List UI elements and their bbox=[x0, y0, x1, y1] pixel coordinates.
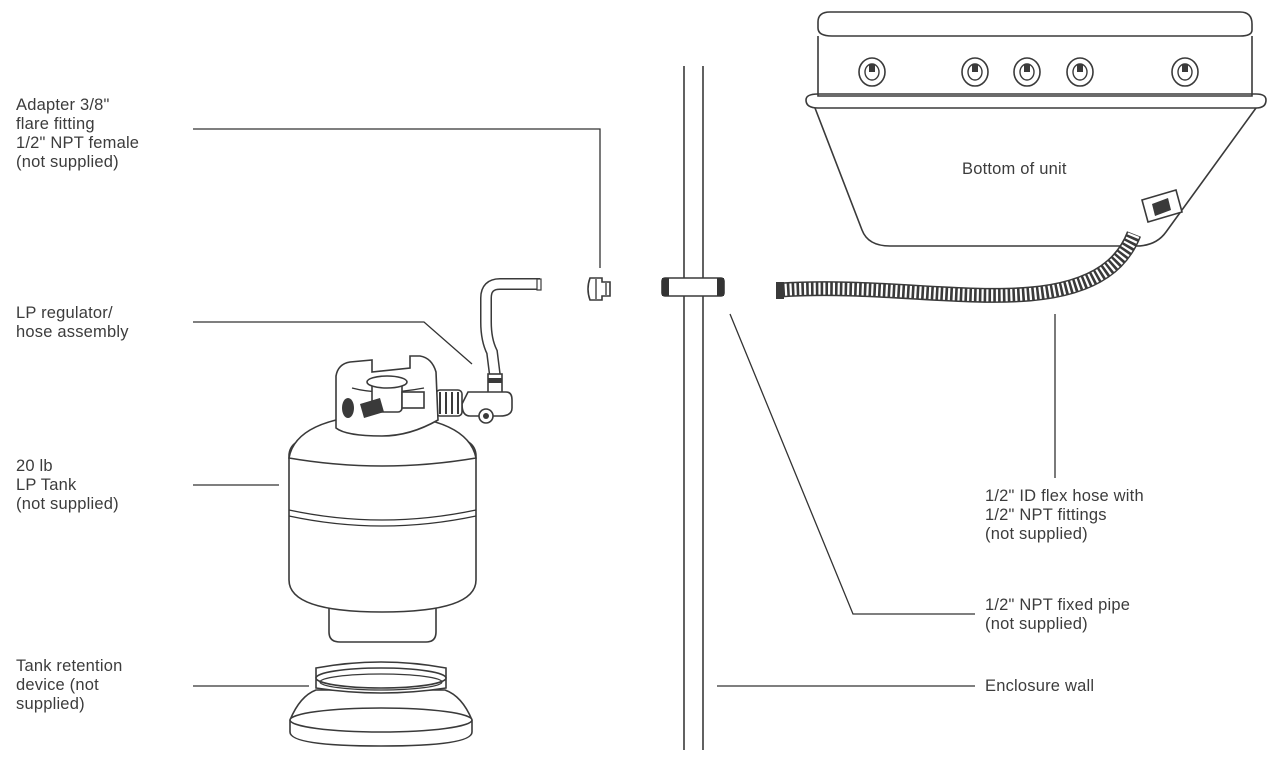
bottom-of-unit-label: Bottom of unit bbox=[962, 160, 1067, 179]
retention-label: Tank retention device (not supplied) bbox=[16, 657, 122, 714]
adapter-label: Adapter 3/8" flare fitting 1/2" NPT fema… bbox=[16, 96, 139, 172]
propane-tank-icon bbox=[288, 355, 477, 643]
adapter-fitting-icon bbox=[587, 277, 611, 301]
retention-label-line-2: device (not bbox=[16, 676, 99, 694]
tank-label-line-3: (not supplied) bbox=[16, 495, 119, 513]
adapter-label-line-1: Adapter 3/8" bbox=[16, 96, 110, 114]
grill-knobs bbox=[858, 57, 1199, 87]
adapter-label-line-4: (not supplied) bbox=[16, 153, 119, 171]
fixed-pipe-label-line-2: (not supplied) bbox=[985, 615, 1088, 633]
enclosure-wall-label: Enclosure wall bbox=[985, 677, 1094, 696]
grill-switch bbox=[1141, 189, 1183, 223]
flex-hose-icon bbox=[776, 231, 1141, 303]
flex-hose-label-line-3: (not supplied) bbox=[985, 525, 1088, 543]
fixed-pipe-icon bbox=[661, 277, 725, 297]
regulator-label-line-1: LP regulator/ bbox=[16, 304, 113, 322]
enclosure-wall-icon bbox=[683, 66, 704, 750]
tank-label: 20 lb LP Tank (not supplied) bbox=[16, 457, 119, 514]
adapter-label-line-2: flare fitting bbox=[16, 115, 95, 133]
flex-hose-label-line-1: 1/2" ID flex hose with bbox=[985, 487, 1144, 505]
fixed-pipe-leader-line bbox=[729, 313, 975, 615]
regulator-hose-icon bbox=[423, 278, 542, 424]
retention-label-line-1: Tank retention bbox=[16, 657, 123, 675]
regulator-label: LP regulator/ hose assembly bbox=[16, 304, 129, 342]
tank-label-line-1: 20 lb bbox=[16, 457, 53, 475]
bottom-of-unit-text: Bottom of unit bbox=[962, 160, 1067, 178]
fixed-pipe-label-line-1: 1/2" NPT fixed pipe bbox=[985, 596, 1131, 614]
enclosure-wall-text: Enclosure wall bbox=[985, 677, 1095, 695]
adapter-label-line-3: 1/2" NPT female bbox=[16, 134, 140, 152]
flex-hose-label-line-2: 1/2" NPT fittings bbox=[985, 506, 1107, 524]
fixed-pipe-label: 1/2" NPT fixed pipe (not supplied) bbox=[985, 596, 1130, 634]
flex-hose-label: 1/2" ID flex hose with 1/2" NPT fittings… bbox=[985, 487, 1144, 544]
grill-unit-icon bbox=[805, 11, 1267, 247]
leader-lines bbox=[193, 128, 1056, 687]
regulator-leader-line bbox=[193, 321, 473, 365]
regulator-label-line-2: hose assembly bbox=[16, 323, 129, 341]
tank-retention-ring-icon bbox=[289, 661, 473, 747]
adapter-leader-line bbox=[193, 128, 601, 268]
tank-label-line-2: LP Tank bbox=[16, 476, 77, 494]
retention-label-line-3: supplied) bbox=[16, 695, 85, 713]
